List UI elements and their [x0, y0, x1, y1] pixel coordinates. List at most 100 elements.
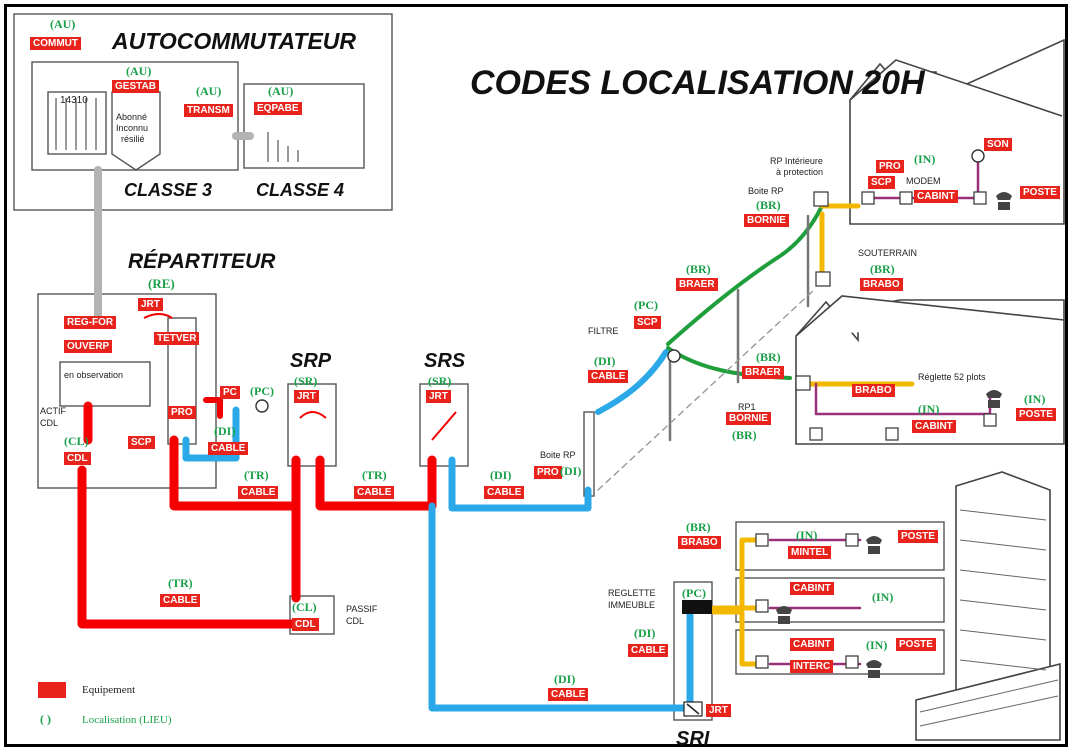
reglette-immeuble-label-1: REGLETTE — [608, 588, 656, 598]
socket-lower-1 — [809, 427, 823, 441]
boite-rp-high-label: Boite RP — [748, 186, 784, 196]
pc-dial — [255, 399, 269, 413]
borne-high-tag: BORNIE — [744, 214, 789, 227]
building-floor-1 — [735, 521, 945, 571]
lower-poste-tag: POSTE — [1016, 408, 1056, 421]
building-floor-2 — [735, 577, 945, 623]
srs-jumper — [431, 411, 457, 441]
switch-number: 14310 — [60, 95, 88, 106]
building-poste-2-tag: POSTE — [896, 638, 936, 651]
distribution-cable-tag: CABLE — [588, 370, 629, 383]
repartiteur-title: RÉPARTITEUR — [128, 250, 276, 273]
repartiteur-pro-tag: PRO — [168, 406, 196, 419]
srp-cable-tag: CABLE — [238, 486, 279, 499]
upper-pro-tag: PRO — [876, 160, 904, 173]
subscriber-line-3: résilié — [121, 134, 145, 144]
loc-building-cabint-1: (IN) — [872, 590, 894, 604]
socket-bld-1 — [755, 533, 769, 547]
lower-cabint-tag: CABINT — [912, 420, 956, 433]
passif-cable-tag: CABLE — [160, 594, 201, 607]
main-title: CODES LOCALISATION 20H — [470, 64, 925, 102]
autocommutateur-title: AUTOCOMMUTATEUR — [112, 28, 357, 54]
phone-icons — [776, 192, 1012, 678]
commut-tag: COMMUT — [30, 37, 81, 50]
repartiteur-jrt-tag: JRT — [138, 298, 163, 311]
sri-cabinet — [673, 581, 713, 721]
braer-upper-tag: BRAER — [676, 278, 718, 291]
switch-matrix — [47, 91, 107, 155]
loc-passif: (CL) — [292, 600, 317, 614]
loc-building-poste-2: (IN) — [866, 638, 888, 652]
outer-frame — [4, 4, 1068, 747]
loc-commut: (AU) — [50, 17, 76, 31]
loc-gestab: (AU) — [126, 64, 152, 78]
building-cable-tag: CABLE — [628, 644, 669, 657]
reglette-immeuble-label-2: IMMEUBLE — [608, 600, 656, 610]
tower-body — [955, 471, 1051, 721]
srs-cable-di-tag: CABLE — [484, 486, 525, 499]
subscriber-line-1: Abonné — [116, 112, 148, 122]
sri-cable-tag: CABLE — [548, 688, 589, 701]
son-speaker — [971, 149, 985, 163]
actif-label-2: CDL — [40, 418, 59, 428]
srs-cabinet — [419, 383, 469, 467]
cable-srs-to-boite-rp — [448, 456, 592, 512]
classe4-box — [243, 83, 365, 169]
loc-eqpabe: (AU) — [268, 84, 294, 98]
rp-interieure-label-2: à protection — [776, 167, 824, 177]
regfor-tag: REG-FOR — [64, 316, 117, 329]
cable-dashed-underground — [597, 289, 815, 491]
socket-lower-3 — [983, 413, 997, 427]
loc-distribution-pro: (DI) — [560, 464, 582, 478]
passif-cdl-tag: CDL — [292, 618, 319, 631]
classe3-label: CLASSE 3 — [124, 180, 213, 200]
phone-icon-upper — [996, 192, 1012, 210]
cable-cdl-passive — [77, 465, 301, 629]
borne-low-tag: BORNIE — [726, 412, 771, 425]
subscriber-line-2: Inconnu — [116, 123, 149, 133]
building-floor-3 — [735, 629, 945, 675]
loc-building-brabo: (BR) — [686, 520, 711, 534]
small-devices — [255, 149, 985, 717]
loc-filtre-scp: (PC) — [634, 298, 658, 312]
son-tag: SON — [984, 138, 1012, 151]
phone-icon-bld-2 — [776, 606, 792, 624]
classe4-label: CLASSE 4 — [256, 180, 345, 200]
cable-srs-to-sri — [428, 502, 690, 712]
srs-jrt-tag: JRT — [426, 390, 451, 403]
socket-upper-2 — [899, 191, 913, 205]
autocommutateur-frame — [13, 13, 393, 211]
brabo-box — [795, 375, 811, 391]
repartiteur-pc-tag: PC — [220, 386, 240, 399]
cable-srp-to-srs — [315, 455, 437, 511]
souterrain-box — [815, 271, 831, 287]
reglette-52-label: Réglette 52 plots — [918, 372, 986, 382]
modem-label: MODEM — [906, 176, 941, 186]
loc-repartiteur-cable: (DI) — [214, 424, 236, 438]
loc-transm: (AU) — [196, 84, 222, 98]
upper-brabo-tag: BRABO — [860, 278, 903, 291]
lower-brabo-tag: BRABO — [852, 384, 895, 397]
srs-cable-tr-tag: CABLE — [354, 486, 395, 499]
loc-lower-poste: (IN) — [1024, 392, 1046, 406]
tower-windows — [919, 509, 1059, 727]
socket-bld-5 — [845, 655, 859, 669]
switch-ticks — [55, 98, 299, 162]
socket-upper-1 — [861, 191, 875, 205]
cable-boite-rp-to-filtre — [595, 349, 669, 415]
loc-braer-lower: (BR) — [756, 350, 781, 364]
loc-borne-low: (BR) — [732, 428, 757, 442]
loc-srp-cable: (TR) — [244, 468, 269, 482]
phone-icon-lower — [986, 390, 1002, 408]
passif-label-2: CDL — [346, 616, 365, 626]
loc-repartiteur: (RE) — [148, 276, 175, 291]
phone-icon-bld-1 — [866, 536, 882, 554]
braer-lower-tag: BRAER — [742, 366, 784, 379]
socket-upper-3 — [973, 191, 987, 205]
upper-house-roof-front — [849, 59, 1063, 117]
filtre-scp-tag: SCP — [634, 316, 661, 329]
filtre-label: FILTRE — [588, 326, 619, 336]
loc-cdl: (CL) — [64, 434, 89, 448]
filtre-dial — [667, 349, 681, 363]
